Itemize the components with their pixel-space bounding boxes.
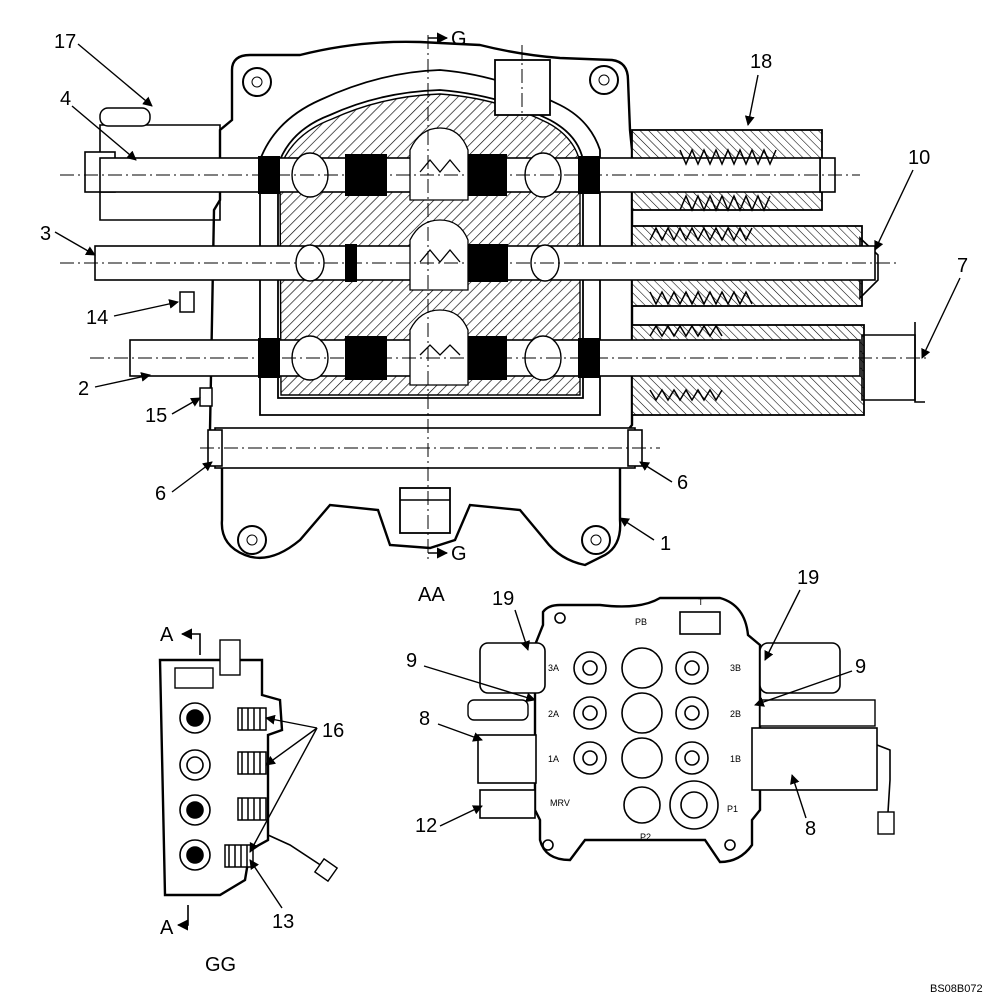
callout-6-right: 6 <box>677 472 688 494</box>
port-label-mrv: MRV <box>550 798 570 808</box>
gg-cable <box>267 834 326 869</box>
callout-18: 18 <box>750 51 772 73</box>
aa-valve-body <box>533 596 762 864</box>
callout-6-left: 6 <box>155 483 166 505</box>
port-label-p1: P1 <box>727 804 738 814</box>
bottom-port <box>399 487 451 534</box>
aa-view-caption: AA <box>418 584 445 606</box>
gg-check-plugs <box>224 707 267 868</box>
port-label-3b: 3B <box>730 663 741 673</box>
callout-9-left: 9 <box>406 650 417 672</box>
port-label-1a: 1A <box>548 754 559 764</box>
callout-14: 14 <box>86 307 108 329</box>
callout-12: 12 <box>415 815 437 837</box>
gg-valve-body <box>158 658 284 897</box>
callout-15: 15 <box>145 405 167 427</box>
gg-section-marker-top: A <box>160 624 174 646</box>
callout-10: 10 <box>908 147 930 169</box>
aa-ports <box>542 611 736 851</box>
check-valves <box>409 127 469 386</box>
port-label-1b: 1B <box>730 754 741 764</box>
port-label-t: T <box>698 597 704 607</box>
fitting-17 <box>99 107 151 127</box>
callout-8-left: 8 <box>419 708 430 730</box>
callout-4: 4 <box>60 88 71 110</box>
section-marker-top: G <box>451 28 467 50</box>
callout-3: 3 <box>40 223 51 245</box>
gg-section-marker-bottom: A <box>160 917 174 939</box>
port-label-pb: PB <box>635 617 647 627</box>
drawing-id: BS08B072 <box>930 983 983 995</box>
callout-7: 7 <box>957 255 968 277</box>
fitting-15 <box>199 387 213 407</box>
callout-1: 1 <box>660 533 671 555</box>
internal-passage <box>259 69 601 416</box>
callout-17: 17 <box>54 31 76 53</box>
aa-view: PB T 3A 3B 2A 2B 1A 1B MRV P1 P2 AA <box>418 584 895 864</box>
callout-9-right: 9 <box>855 656 866 678</box>
callout-leaders <box>54 43 961 909</box>
gg-spool-bores <box>179 702 211 871</box>
port-label-3a: 3A <box>548 663 559 673</box>
return-springs <box>649 148 777 402</box>
fitting-14 <box>179 291 195 313</box>
port-label-p2: P2 <box>640 832 651 842</box>
aa-cable <box>876 744 891 813</box>
callout-19-right: 19 <box>797 567 819 589</box>
gg-view: A A GG <box>158 624 339 976</box>
main-section-view: G G <box>60 28 930 567</box>
section-marker-bottom: G <box>451 543 467 565</box>
callout-19-left: 19 <box>492 588 514 610</box>
mounting-bosses <box>237 65 619 555</box>
port-label-2b: 2B <box>730 709 741 719</box>
gg-view-caption: GG <box>205 954 236 976</box>
callout-8-right: 8 <box>805 818 816 840</box>
callout-13: 13 <box>272 911 294 933</box>
callout-16: 16 <box>322 720 344 742</box>
port-label-2a: 2A <box>548 709 559 719</box>
callout-2: 2 <box>78 378 89 400</box>
